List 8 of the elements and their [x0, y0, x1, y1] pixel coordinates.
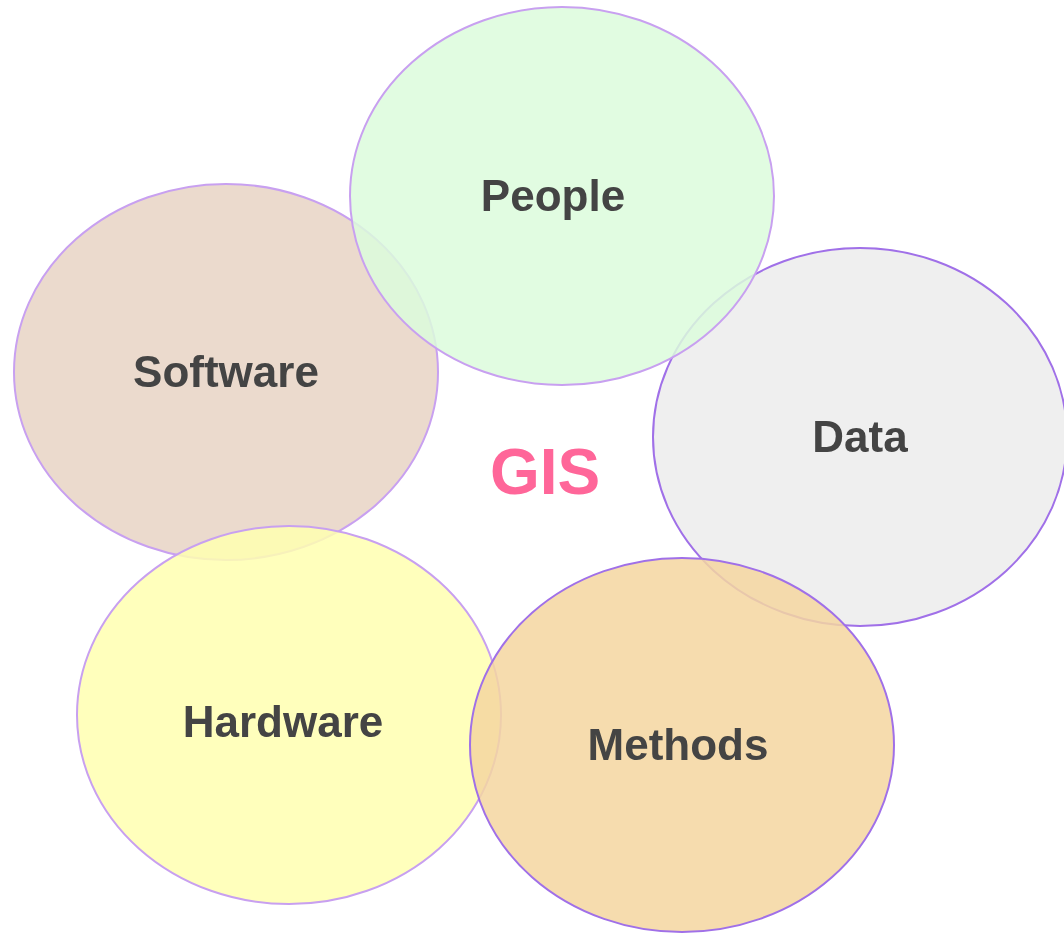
node-label: Methods: [587, 720, 769, 770]
ellipse-node: [349, 6, 775, 386]
node-label: Software: [133, 347, 319, 397]
node-label: Data: [812, 412, 908, 462]
ellipse-node: [469, 557, 895, 933]
node-label: Hardware: [182, 697, 384, 747]
node-label: People: [480, 171, 626, 221]
center-title: GIS: [489, 435, 601, 509]
